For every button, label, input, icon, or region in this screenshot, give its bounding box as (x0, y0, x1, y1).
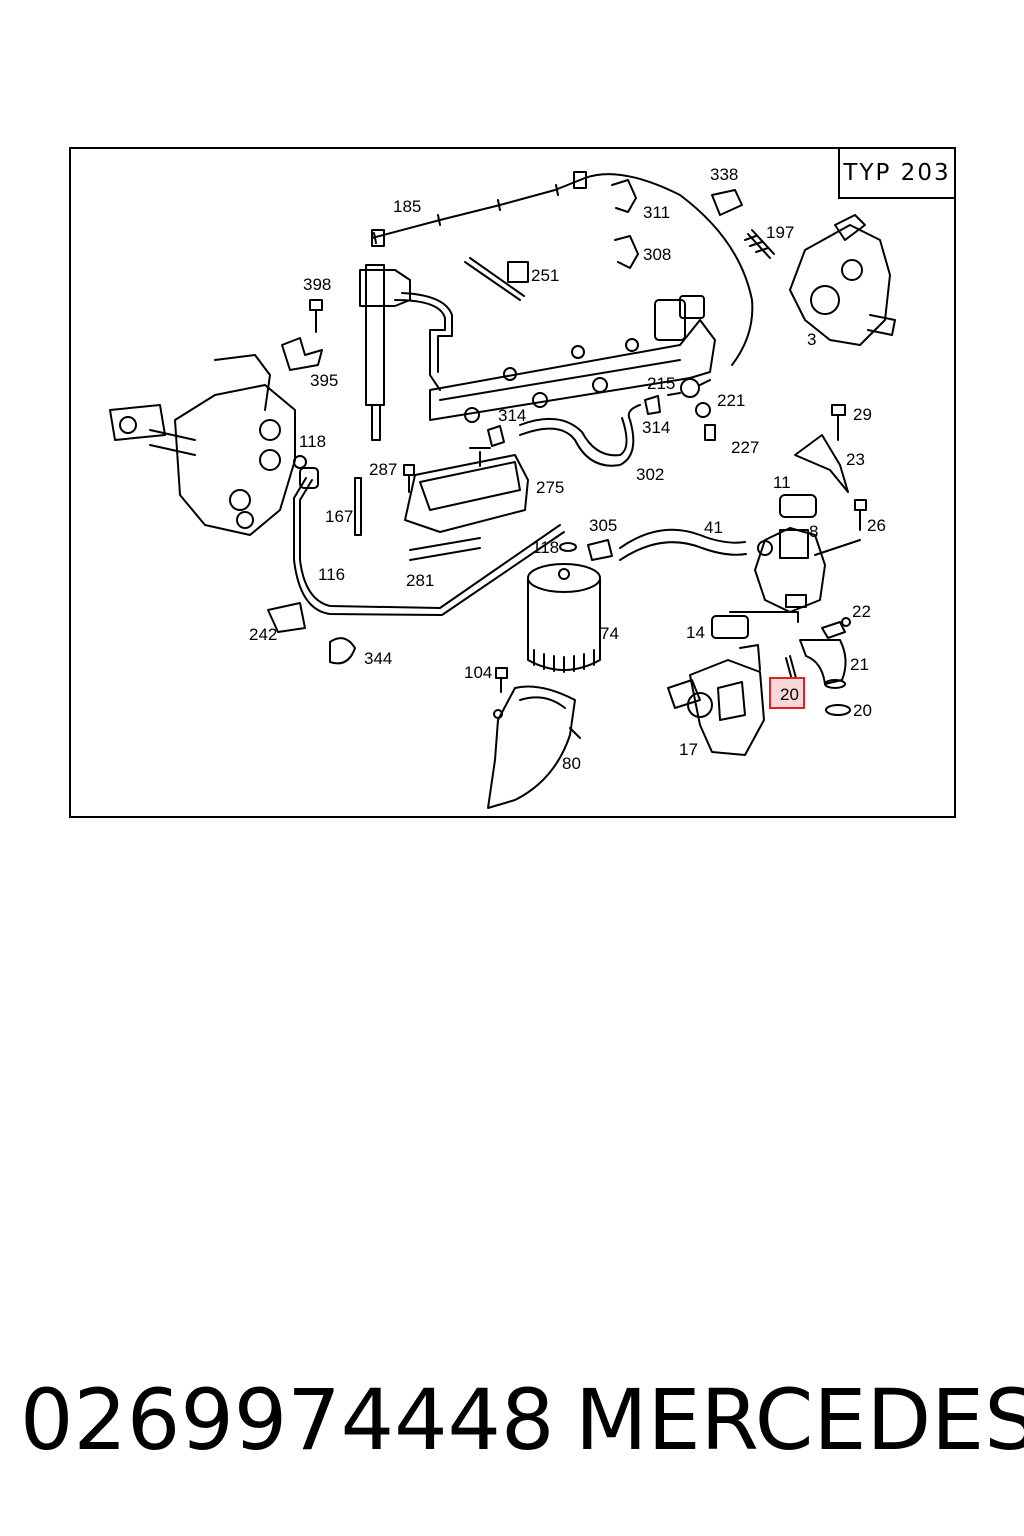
gasket-14 (711, 615, 749, 639)
label-3: 3 (807, 330, 816, 349)
o-ring-20 (825, 704, 851, 716)
label-287: 287 (369, 460, 397, 479)
highlight-box (769, 677, 805, 709)
pipe-167 (354, 477, 362, 536)
label-251: 251 (531, 266, 559, 285)
hose-302 (519, 404, 641, 467)
bracket-23 (794, 434, 849, 493)
label-281: 281 (406, 571, 434, 590)
housing-17 (667, 644, 765, 756)
label-8: 8 (809, 522, 818, 541)
elbow-21 (799, 639, 847, 685)
part-number: 0269974448 (20, 1371, 555, 1469)
label-118-mid: 118 (532, 538, 559, 557)
injector (359, 264, 411, 441)
label-197: 197 (766, 223, 794, 242)
high-pressure-line (394, 292, 453, 391)
bolt-29 (831, 404, 846, 441)
bolt-104 (495, 667, 508, 693)
fuel-rail (429, 295, 716, 423)
clip-395 (281, 337, 323, 371)
footer: 0269974448 MERCEDES (0, 1370, 1024, 1470)
bracket-80 (487, 685, 581, 809)
label-314-top: 314 (498, 406, 526, 425)
fuel-return-line (371, 171, 754, 366)
model-type-label: TYP 203 (843, 160, 951, 186)
label-215: 215 (647, 374, 675, 393)
label-338: 338 (710, 165, 738, 184)
label-41: 41 (704, 518, 723, 537)
housing-8 (754, 527, 861, 613)
clamp-344 (329, 637, 356, 665)
clip-314 (487, 425, 505, 447)
label-26: 26 (867, 516, 886, 535)
label-314-right: 314 (642, 418, 670, 437)
bracket-338 (711, 189, 743, 216)
label-308: 308 (643, 245, 671, 264)
clip-242 (267, 602, 306, 633)
pipe-281 (409, 537, 481, 561)
clip-314b (644, 395, 661, 415)
clips (464, 179, 639, 301)
bolt-26 (854, 499, 867, 531)
seal-ring-118 (293, 455, 307, 469)
label-167: 167 (325, 507, 353, 526)
bolt-227 (704, 424, 716, 441)
cover-275 (404, 447, 529, 533)
label-23: 23 (846, 450, 865, 469)
bolt-398 (309, 299, 323, 333)
label-311: 311 (643, 203, 670, 222)
fitting-221 (680, 378, 700, 398)
label-344: 344 (364, 649, 392, 668)
fuel-filter-74 (527, 563, 601, 673)
hose-41 (619, 528, 746, 549)
gasket-11 (779, 494, 817, 518)
model-type-box: TYP 203 (838, 147, 956, 199)
diagram-frame (69, 147, 956, 818)
label-74: 74 (600, 624, 619, 643)
label-14: 14 (686, 623, 705, 642)
label-242: 242 (249, 625, 277, 644)
seal-ring-118b (559, 542, 577, 552)
label-221: 221 (717, 391, 745, 410)
label-17: 17 (679, 740, 698, 759)
label-227: 227 (731, 438, 759, 457)
high-pressure-pump (109, 354, 296, 536)
label-302: 302 (636, 465, 664, 484)
label-20: 20 (853, 701, 872, 720)
label-398: 398 (303, 275, 331, 294)
brand-name: MERCEDES (575, 1371, 1024, 1469)
label-395: 395 (310, 371, 338, 390)
pin-20 (785, 655, 797, 681)
label-11: 11 (773, 473, 791, 492)
label-22: 22 (852, 602, 871, 621)
spring-197 (744, 229, 775, 259)
label-185: 185 (393, 197, 421, 216)
label-80: 80 (562, 754, 581, 773)
label-104: 104 (464, 663, 492, 682)
part-labels: 338 185 311 197 308 251 398 3 395 215 31… (249, 165, 886, 773)
fuel-line-116 (293, 467, 565, 616)
label-275: 275 (536, 478, 564, 497)
clamp-305 (587, 539, 613, 561)
label-118-top: 118 (299, 432, 326, 451)
label-21: 21 (850, 655, 869, 674)
label-305: 305 (589, 516, 617, 535)
label-20-highlighted: 20 (780, 685, 799, 704)
label-29: 29 (853, 405, 872, 424)
bolt-22 (821, 621, 846, 639)
thermostat-housing-3 (789, 214, 896, 346)
label-116: 116 (318, 565, 345, 584)
